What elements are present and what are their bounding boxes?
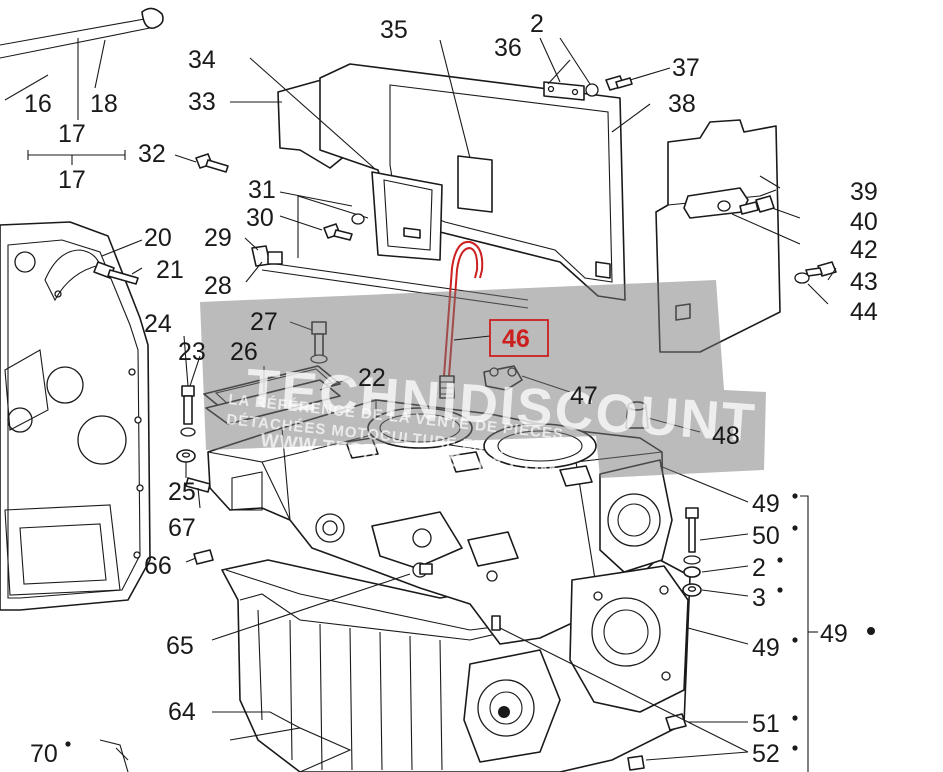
callout-48: 48 [712,422,740,450]
rod-assembly [0,7,164,165]
callout-21: 21 [156,256,184,284]
callout-27: 27 [250,308,278,336]
callout-42: 42 [850,236,878,264]
callout-65: 65 [166,632,194,660]
callout-16: 16 [24,90,52,118]
bullet-mark [65,741,71,747]
callout-24: 24 [144,310,172,338]
callout-3: 3 [752,584,766,612]
bullet-mark [867,627,875,635]
highlight-callout: 46 [453,319,549,357]
callout-43: 43 [850,268,878,296]
callout-23: 23 [178,338,206,366]
callout-64: 64 [168,698,196,726]
side-cover-plate [0,221,151,611]
callout-17: 17 [58,120,86,148]
callout-51: 51 [752,710,780,738]
bolt-stack [682,507,702,597]
head-cover-assembly [261,63,633,309]
callout-38: 38 [668,90,696,118]
callout-47: 47 [570,382,598,410]
callout-46: 46 [502,325,530,353]
callout-50: 50 [752,522,780,550]
pin-part [627,755,645,771]
nut-part [176,449,196,463]
callout-2-right: 2 [752,554,766,582]
callout-17-group: 17 [58,166,86,194]
callout-20: 20 [144,224,172,252]
pin-part [185,477,211,493]
bullet-mark [792,637,798,643]
callout-49-group: 49 [820,620,848,648]
callout-22: 22 [358,364,386,392]
callout-labels: 16 17 17 18 34 33 32 35 2 36 37 38 31 30… [24,10,878,768]
callout-52: 52 [752,740,780,768]
bolt-part [195,153,229,173]
base-gasket [99,727,352,772]
callout-35: 35 [380,16,408,44]
fitting-part [251,245,283,267]
pin-part [193,549,214,565]
callout-49-top: 49 [752,490,780,518]
bolt-part [323,213,365,241]
callout-30: 30 [246,204,274,232]
bullet-mark [792,493,798,499]
bullet-mark [792,525,798,531]
bolt-part [93,261,139,285]
callout-36: 36 [494,34,522,62]
watermark: TECHNIDISCOUNT LA RÉFÉRENCE DE LA VENTE … [200,280,766,482]
callout-25: 25 [168,478,196,506]
callout-44: 44 [850,298,878,326]
callout-31: 31 [248,176,276,204]
bullet-mark [777,557,783,563]
highlight-box [489,319,549,357]
crankcase-block [207,399,691,772]
callout-37: 37 [672,54,700,82]
callout-39: 39 [850,178,878,206]
callout-34: 34 [188,46,216,74]
bolt-part [794,261,837,284]
callout-70: 70 [30,740,58,768]
bullet-mark [792,745,798,751]
callout-bullets [65,493,875,751]
callout-26: 26 [230,338,258,366]
bullet-mark [777,587,783,593]
gasket-part [44,249,101,302]
callout-2-top: 2 [530,10,544,38]
callout-29: 29 [204,224,232,252]
callout-49-mid: 49 [752,634,780,662]
bolt-part [180,385,196,437]
callout-67: 67 [168,514,196,542]
callout-66: 66 [144,552,172,580]
bullet-mark [792,715,798,721]
callout-28: 28 [204,272,232,300]
callout-32: 32 [138,140,166,168]
callout-33: 33 [188,88,216,116]
callout-18: 18 [90,90,118,118]
callout-40: 40 [850,208,878,236]
